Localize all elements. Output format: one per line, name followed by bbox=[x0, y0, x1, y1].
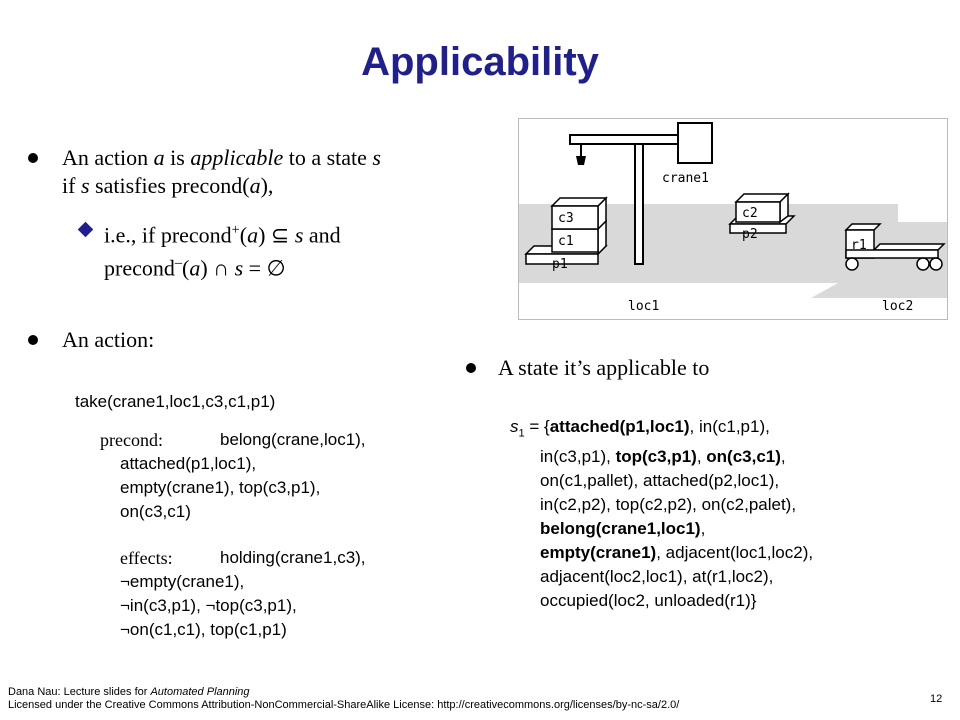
diagram-frame bbox=[518, 118, 948, 320]
p2-label: p2 bbox=[742, 227, 758, 242]
state-line: on(c1,pallet), attached(p2,loc1), bbox=[540, 469, 950, 493]
applicability-definition: An action a is applicable to a state s i… bbox=[62, 144, 462, 200]
ground-loc1 bbox=[518, 204, 920, 283]
effects-label: effects: bbox=[120, 548, 173, 568]
sub-bullet-diamond bbox=[77, 221, 94, 238]
state-fact-run: occupied(loc2, unloaded(r1)} bbox=[540, 591, 757, 611]
c2-label: c2 bbox=[742, 206, 758, 221]
road bbox=[834, 268, 948, 283]
state-fact-run: on(c3,c1) bbox=[706, 447, 781, 467]
c1-label: c1 bbox=[558, 234, 574, 249]
precond-line: attached(p1,loc1), bbox=[120, 454, 257, 473]
pallet-p2 bbox=[729, 223, 787, 234]
effects-line: ¬empty(crane1), bbox=[120, 572, 245, 591]
robot-cab-top bbox=[844, 223, 882, 231]
state-fact-run: adjacent(loc2,loc1), at(r1,loc2), bbox=[540, 567, 774, 587]
definition-line-1: An action a is applicable to a state s bbox=[62, 145, 381, 170]
r1-label: r1 bbox=[851, 238, 867, 253]
robot-wheel bbox=[916, 257, 930, 271]
pallet-p1 bbox=[525, 253, 599, 265]
bullet-dot bbox=[28, 335, 38, 345]
state-fact-run: belong(crane1,loc1) bbox=[540, 519, 701, 539]
action-name: take(crane1,loc1,c3,c1,p1) bbox=[75, 392, 276, 411]
robot-wheel bbox=[929, 257, 943, 271]
state-lines: in(c3,p1), top(c3,p1), on(c3,c1),on(c1,p… bbox=[510, 445, 950, 613]
robot-bed bbox=[872, 243, 946, 251]
state-fact-run: , bbox=[696, 447, 707, 467]
state-fact-run: in(c2,p2), top(c2,p2), on(c2,palet), bbox=[540, 495, 797, 515]
effects-line: ¬on(c1,c1), top(c1,p1) bbox=[120, 620, 287, 639]
footer-credits: Dana Nau: Lecture slides for Automated P… bbox=[8, 686, 888, 712]
state-fact-run: on(c1,pallet), attached(p2,loc1), bbox=[540, 471, 780, 491]
footer-line-1: Dana Nau: Lecture slides for Automated P… bbox=[8, 686, 250, 698]
state-heading: A state it’s applicable to bbox=[498, 355, 710, 380]
effects-line: holding(crane1,c3), bbox=[220, 548, 366, 567]
crane-boom bbox=[569, 134, 681, 145]
c3-label: c3 bbox=[558, 211, 574, 226]
state-fact-run: , adjacent(loc1,loc2), bbox=[656, 543, 814, 563]
state-fact-run: , bbox=[700, 519, 706, 539]
p1-label: p1 bbox=[552, 257, 568, 272]
precond-line: belong(crane,loc1), bbox=[220, 430, 366, 449]
container-c3 bbox=[551, 205, 599, 230]
crane-cab bbox=[677, 122, 713, 164]
robot-chassis bbox=[845, 249, 939, 259]
crane-hook bbox=[576, 156, 586, 165]
state-definition: s1 = {attached(p1,loc1), in(c1,p1), in(c… bbox=[510, 415, 950, 613]
state-line: empty(crane1), adjacent(loc1,loc2), bbox=[540, 541, 950, 565]
page-number: 12 bbox=[930, 693, 943, 705]
state-fact-run: in(c3,p1), bbox=[540, 447, 616, 467]
loc1-label: loc1 bbox=[628, 299, 659, 314]
state-fact-run: , in(c1,p1), bbox=[689, 417, 770, 436]
applicability-condition: i.e., if precond+(a) ⊆ s and precond–(a)… bbox=[104, 216, 464, 283]
state-fact-run: empty(crane1) bbox=[540, 543, 657, 563]
footer-line-2: Licensed under the Creative Commons Attr… bbox=[8, 699, 680, 711]
state-line-first: s1 = {attached(p1,loc1), in(c1,p1), bbox=[510, 417, 770, 440]
loc2-label: loc2 bbox=[882, 299, 913, 314]
state-line: in(c3,p1), top(c3,p1), on(c3,c1), bbox=[540, 445, 950, 469]
precond-line: empty(crane1), top(c3,p1), bbox=[120, 478, 321, 497]
precond-list: belong(crane,loc1), attached(p1,loc1), e… bbox=[120, 428, 440, 524]
state-fact-run: top(c3,p1) bbox=[615, 447, 697, 467]
definition-line-2: if s satisfies precond(a), bbox=[62, 173, 274, 198]
state-line: belong(crane1,loc1), bbox=[540, 517, 950, 541]
container-c2 bbox=[735, 201, 781, 223]
state-line: occupied(loc2, unloaded(r1)} bbox=[540, 589, 950, 613]
effects-list: holding(crane1,c3), ¬empty(crane1), ¬in(… bbox=[120, 546, 440, 642]
condition-line-2: precond–(a) ∩ s = ∅ bbox=[104, 255, 286, 281]
action-heading: An action: bbox=[62, 327, 155, 352]
effects-line: ¬in(c3,p1), ¬top(c3,p1), bbox=[120, 596, 297, 615]
precond-line: on(c3,c1) bbox=[120, 502, 191, 521]
precond-label: precond: bbox=[100, 430, 163, 450]
crane-mast bbox=[634, 143, 644, 265]
bullet-dot bbox=[466, 363, 476, 373]
crane-label: crane1 bbox=[662, 171, 709, 186]
bullet-dot bbox=[28, 153, 38, 163]
dock-diagram: crane1 c3 c1 p1 c2 p2 r1 loc1 loc2 bbox=[518, 118, 948, 320]
state-fact-run: , bbox=[780, 447, 786, 467]
container-c3-top bbox=[550, 197, 608, 207]
condition-line-1: i.e., if precond+(a) ⊆ s and bbox=[104, 222, 341, 248]
robot-wheel bbox=[845, 257, 859, 271]
slide-title: Applicability bbox=[361, 40, 599, 84]
state-line: adjacent(loc2,loc1), at(r1,loc2), bbox=[540, 565, 950, 589]
state-fact-run: attached(p1,loc1) bbox=[549, 417, 690, 436]
state-line: in(c2,p2), top(c2,p2), on(c2,palet), bbox=[540, 493, 950, 517]
